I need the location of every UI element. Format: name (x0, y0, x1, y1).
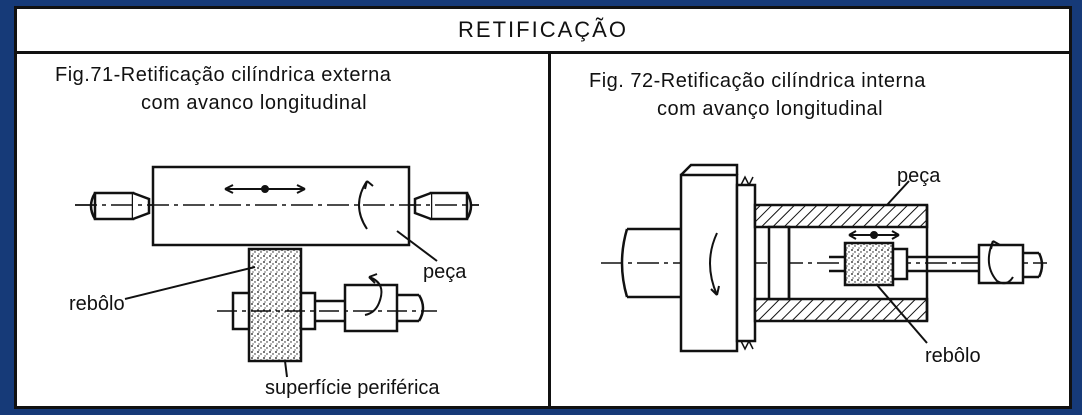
fig72-workpiece-bottom-wall (753, 297, 929, 323)
fig72-chuck-jaws (735, 183, 757, 343)
fig72-rotation-arrow (709, 232, 718, 296)
fig72-feed-arrow (848, 230, 900, 240)
fig72-wheel-head (977, 243, 1025, 285)
fig71-caption-line2: com avanco longitudinal (141, 92, 368, 114)
fig71-rotation-arrow (358, 180, 368, 230)
fig72-caption-line2: com avanço longitudinal (657, 98, 884, 120)
fig72-drawing (601, 163, 1047, 353)
fig71-label-peca: peça (423, 261, 467, 283)
fig72-grinding-wheel (843, 241, 895, 287)
fig72-caption-line1: Fig. 72-Retificação cilíndrica interna (589, 70, 926, 92)
fig71-label-superficie: superfície periférica (265, 377, 440, 399)
technical-drawing (75, 163, 1047, 378)
fig72-wheel-rotation-arrow (987, 240, 1014, 285)
fig71-grinding-wheel (247, 247, 303, 363)
fig71-left-center (89, 191, 151, 221)
fig71-workpiece (151, 165, 411, 247)
fig71-wheel-motor (343, 283, 399, 333)
fig72-label-rebolo: rebôlo (925, 345, 981, 367)
panel-divider (548, 51, 551, 409)
fig71-wheel-rotation-arrow (364, 276, 383, 316)
diagram-sheet: RETIFICAÇÃO Fig.71-Retificação cilíndric… (14, 6, 1072, 409)
fig71-right-center (413, 191, 473, 221)
fig71-caption-line1: Fig.71-Retificação cilíndrica externa (55, 64, 392, 86)
sheet-title: RETIFICAÇÃO (17, 9, 1069, 54)
fig72-workpiece-top-wall (753, 203, 929, 229)
fig72-spindle (620, 227, 681, 299)
fig71-drawing (75, 165, 479, 378)
fig71-label-rebolo: rebôlo (69, 293, 125, 315)
fig71-feed-arrow (224, 184, 306, 194)
